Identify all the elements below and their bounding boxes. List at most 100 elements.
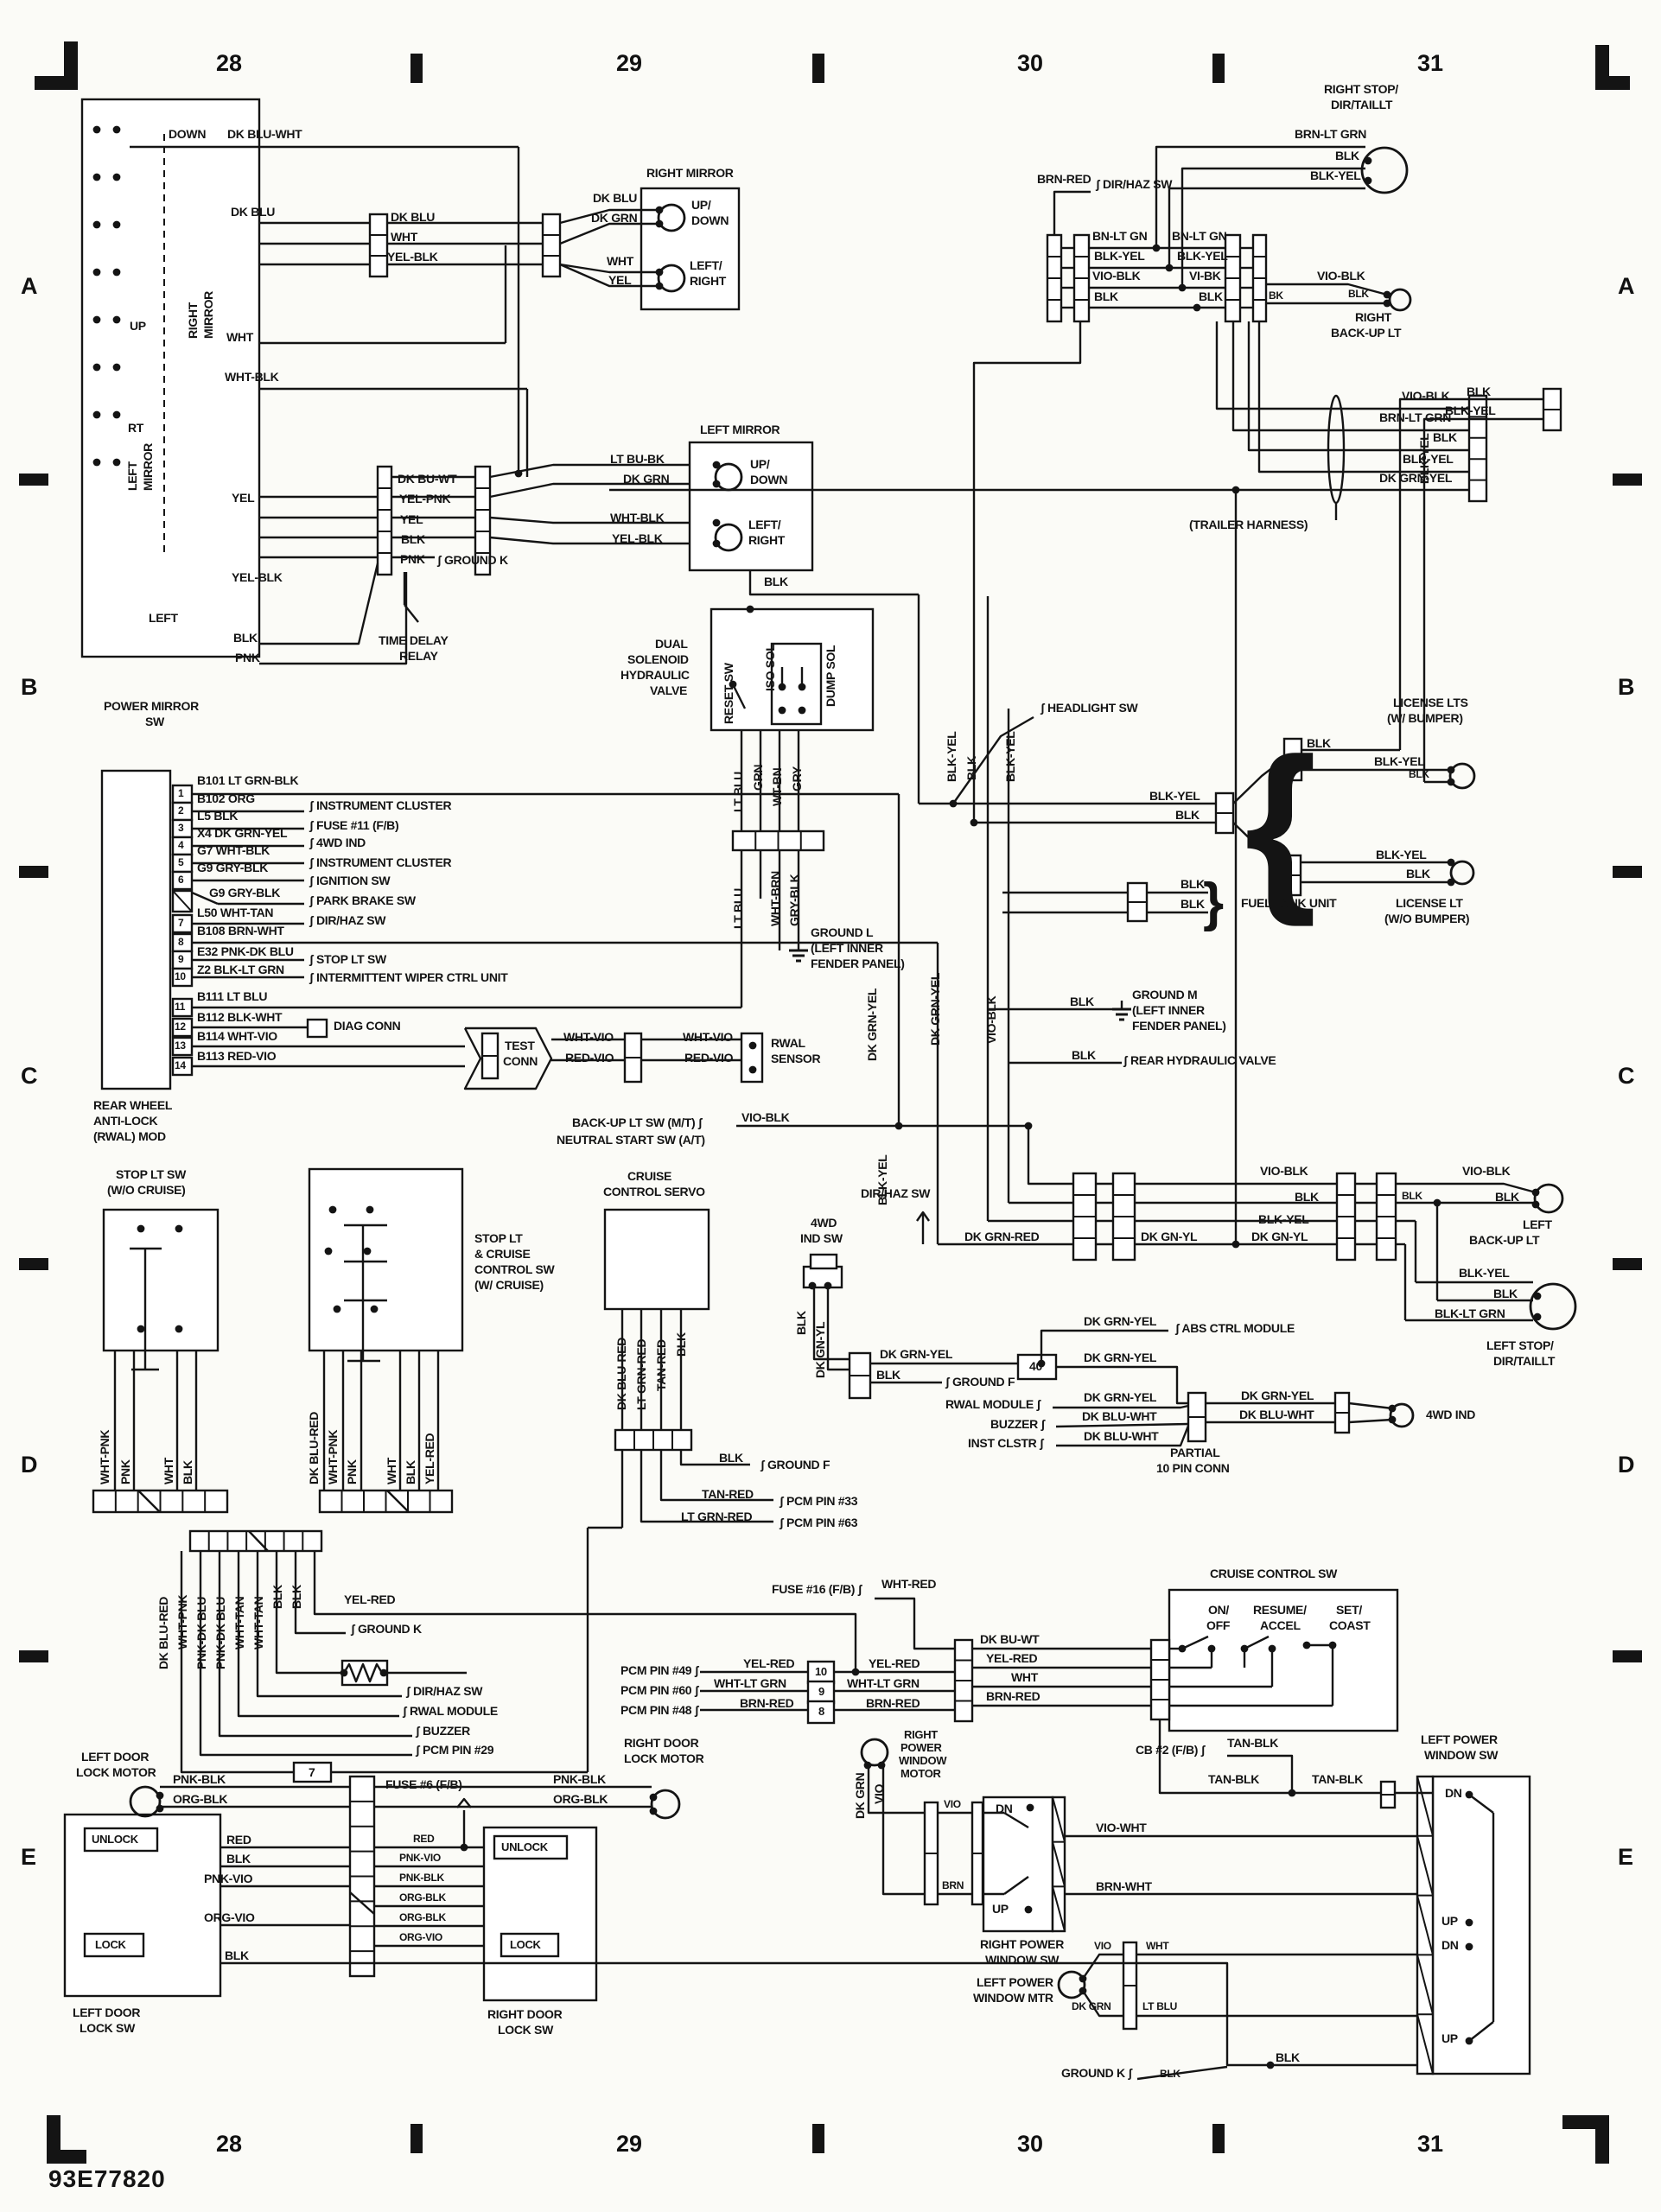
diagram-label: WHT xyxy=(1146,1940,1169,1952)
diagram-label: DIR/TAILLT xyxy=(1331,98,1393,111)
wire xyxy=(1215,321,1469,410)
diagram-label: YEL xyxy=(400,512,423,526)
diagram-label: PCM PIN #60 ʃ xyxy=(620,1683,699,1697)
wire xyxy=(386,1490,410,1513)
diagram-label: BLK xyxy=(1181,877,1205,891)
junction-dot xyxy=(92,125,101,134)
diagram-label: BLK xyxy=(876,1368,901,1382)
diagram-label: LEFT POWER xyxy=(977,1975,1053,1989)
diagram-label: ʃ DIR/HAZ SW xyxy=(406,1684,483,1698)
junction-dot xyxy=(1465,1790,1473,1799)
junction-dot xyxy=(712,518,721,527)
diagram-label: BLK-YEL xyxy=(1374,754,1425,768)
wire xyxy=(1227,1754,1294,1793)
edge-mark xyxy=(19,1650,48,1662)
diagram-label: LOCK xyxy=(95,1938,126,1951)
grid-row-label-right: D xyxy=(1618,1452,1635,1478)
diagram-label: BLK xyxy=(404,1460,417,1484)
diagram-label: BRN-WHT xyxy=(1096,1879,1152,1893)
diagram-label: G9 GRY-BLK xyxy=(197,861,269,874)
wire xyxy=(1468,2021,1494,2042)
diagram-label: 11 xyxy=(175,1001,186,1013)
diagram-label: BLK xyxy=(764,575,788,588)
diagram-label: BRN xyxy=(942,1879,964,1891)
diagram-label: BLK xyxy=(1409,768,1429,780)
diagram-label: BLK xyxy=(233,631,258,645)
wire xyxy=(1422,417,1543,782)
diagram-label: B102 ORG xyxy=(197,791,255,805)
wire xyxy=(1158,1719,1381,1795)
diagram-label: RESUME/ xyxy=(1253,1603,1307,1617)
figure-code: 93E77820 xyxy=(48,2165,166,2192)
junction-dot xyxy=(851,1668,860,1676)
junction-dot xyxy=(1207,1644,1216,1653)
diagram-label: POWER MIRROR xyxy=(104,699,199,713)
diagram-label: RT xyxy=(128,421,144,435)
diagram-label: YEL-BLK xyxy=(232,570,283,584)
diagram-label: WHT-BRN xyxy=(768,871,782,926)
diagram-label: BLK xyxy=(401,532,425,546)
grid-row-label-left: E xyxy=(21,1844,37,1870)
diagram-label: BLK xyxy=(1495,1190,1519,1204)
diagram-label: ʃ INSTRUMENT CLUSTER xyxy=(309,855,452,869)
diagram-label: GROUND L xyxy=(811,925,874,939)
diagram-label: B101 LT GRN-BLK xyxy=(197,773,299,787)
edge-mark xyxy=(410,2124,423,2153)
lamp-or-motor-circle xyxy=(650,1789,681,1820)
diagram-label: CONTROL SERVO xyxy=(603,1185,705,1198)
edge-mark xyxy=(1613,474,1642,486)
diagram-label: WHT xyxy=(1011,1670,1038,1684)
diagram-label: OFF xyxy=(1206,1618,1231,1632)
diagram-label: TAN-RED xyxy=(654,1339,668,1391)
diagram-label: SW xyxy=(145,715,164,728)
diagram-label: CRUISE xyxy=(627,1169,672,1183)
diagram-label: PNK xyxy=(235,651,260,664)
diagram-label: DK GRN-YEL xyxy=(928,972,942,1046)
diagram-label: UP xyxy=(1441,2031,1458,2045)
diagram-label: FENDER PANEL) xyxy=(811,957,905,970)
wire xyxy=(1053,190,1091,235)
diagram-label: BLK xyxy=(1295,1190,1319,1204)
diagram-label: LOCK SW xyxy=(498,2023,554,2037)
junction-dot xyxy=(1178,283,1187,292)
diagram-label: YEL xyxy=(608,273,632,287)
connector-box xyxy=(806,1700,836,1725)
diagram-label: GRY xyxy=(790,766,804,791)
diagram-label: (W/O BUMPER) xyxy=(1384,912,1470,925)
diagram-label: VIO-BLK xyxy=(741,1110,790,1124)
diagram-label: TAN-BLK xyxy=(1208,1772,1260,1786)
diagram-label: IND SW xyxy=(800,1231,843,1245)
diagram-label: PNK xyxy=(400,552,425,566)
diagram-label: BUZZER ʃ xyxy=(990,1417,1045,1431)
component-box xyxy=(740,1032,764,1084)
diagram-label: PNK-BLK xyxy=(553,1772,606,1786)
connector-box xyxy=(806,1680,836,1705)
junction-dot xyxy=(112,363,121,372)
diagram-label: (W/O CRUISE) xyxy=(107,1183,186,1197)
edge-mark xyxy=(1212,2124,1225,2153)
junction-dot xyxy=(949,799,958,808)
diagram-label: BLK xyxy=(1348,288,1369,300)
wire xyxy=(237,1551,399,1718)
diagram-label: RED-VIO xyxy=(684,1051,734,1065)
wire xyxy=(1244,1635,1270,1650)
junction-dot xyxy=(824,1281,832,1290)
edge-mark xyxy=(19,474,48,486)
diagram-label: PARTIAL xyxy=(1170,1446,1220,1459)
diagram-label: DK GN-YL xyxy=(1251,1230,1308,1243)
connector-box xyxy=(541,213,562,278)
diagram-label: DK GRN xyxy=(1072,2000,1111,2012)
diagram-label: UP/ xyxy=(691,198,711,212)
junction-dot xyxy=(748,1065,757,1074)
diagram-label: LEFT MIRROR xyxy=(700,423,780,436)
diagram-label: DOWN xyxy=(691,213,729,227)
diagram-label: 8 xyxy=(818,1705,824,1718)
diagram-label: YEL-RED xyxy=(869,1656,920,1670)
junction-dot xyxy=(328,1205,337,1214)
diagram-label: BLK xyxy=(181,1460,194,1484)
diagram-label: BACK-UP LT SW (M/T) ʃ xyxy=(572,1116,703,1129)
wire xyxy=(1040,1329,1168,1363)
edge-mark xyxy=(812,54,824,83)
component-box xyxy=(1431,1775,1531,2075)
